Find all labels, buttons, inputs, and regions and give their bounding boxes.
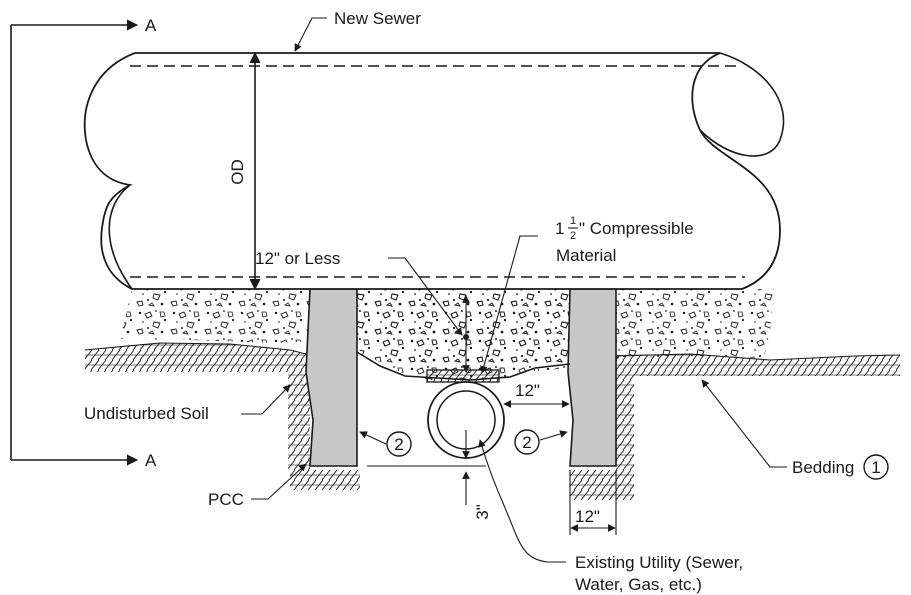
bedding-label: Bedding xyxy=(792,458,854,477)
compressible-line2: Material xyxy=(556,246,616,265)
new-sewer-leader xyxy=(294,17,327,52)
compressible-whole: 1 xyxy=(555,219,564,238)
section-a-top-label: A xyxy=(145,16,157,35)
existing-utility-pipe xyxy=(427,381,505,459)
new-sewer-pipe xyxy=(83,52,785,290)
callout-2-left-leader xyxy=(359,431,387,445)
pcc-leader xyxy=(251,463,307,500)
callout-2-right: 2 xyxy=(522,433,531,452)
compressible-text: " Compressible xyxy=(579,219,694,238)
undisturbed-soil-label: Undisturbed Soil xyxy=(84,404,209,423)
existing-utility-line2: Water, Gas, etc.) xyxy=(575,575,702,594)
dim-12-mid-label: 12" xyxy=(515,381,540,400)
compressible-numerator: 1 xyxy=(570,215,576,227)
existing-utility-line1: Existing Utility (Sewer, xyxy=(575,553,743,572)
clearance-dot xyxy=(463,334,469,340)
callout-2-left: 2 xyxy=(394,435,403,454)
new-sewer-label: New Sewer xyxy=(334,9,421,28)
existing-utility-leader xyxy=(478,439,566,563)
bedding-callout-circle xyxy=(863,454,889,480)
callout-2-right-leader xyxy=(539,430,568,441)
compressible-denominator: 2 xyxy=(570,230,576,242)
dim-3-label: 3" xyxy=(473,504,492,520)
dim-12-bottom-label: 12" xyxy=(575,507,600,526)
compressible-material xyxy=(426,369,500,383)
callout-2-right-circle xyxy=(514,429,540,455)
pcc-wall-right xyxy=(567,288,617,467)
od-label: OD xyxy=(228,159,247,185)
bedding-leader xyxy=(701,379,787,468)
compressible-leader xyxy=(480,235,538,374)
bedding-callout-number: 1 xyxy=(871,458,880,477)
undisturbed-soil xyxy=(84,342,901,500)
callout-2-left-circle xyxy=(386,431,412,457)
pcc-label: PCC xyxy=(208,490,244,509)
section-line xyxy=(10,19,139,466)
twelve-or-less-leader xyxy=(388,257,463,336)
twelve-or-less-label: 12" or Less xyxy=(255,249,340,268)
undisturbed-soil-leader xyxy=(241,384,291,415)
pcc-wall-left xyxy=(305,288,358,467)
section-a-bottom-label: A xyxy=(145,451,157,470)
